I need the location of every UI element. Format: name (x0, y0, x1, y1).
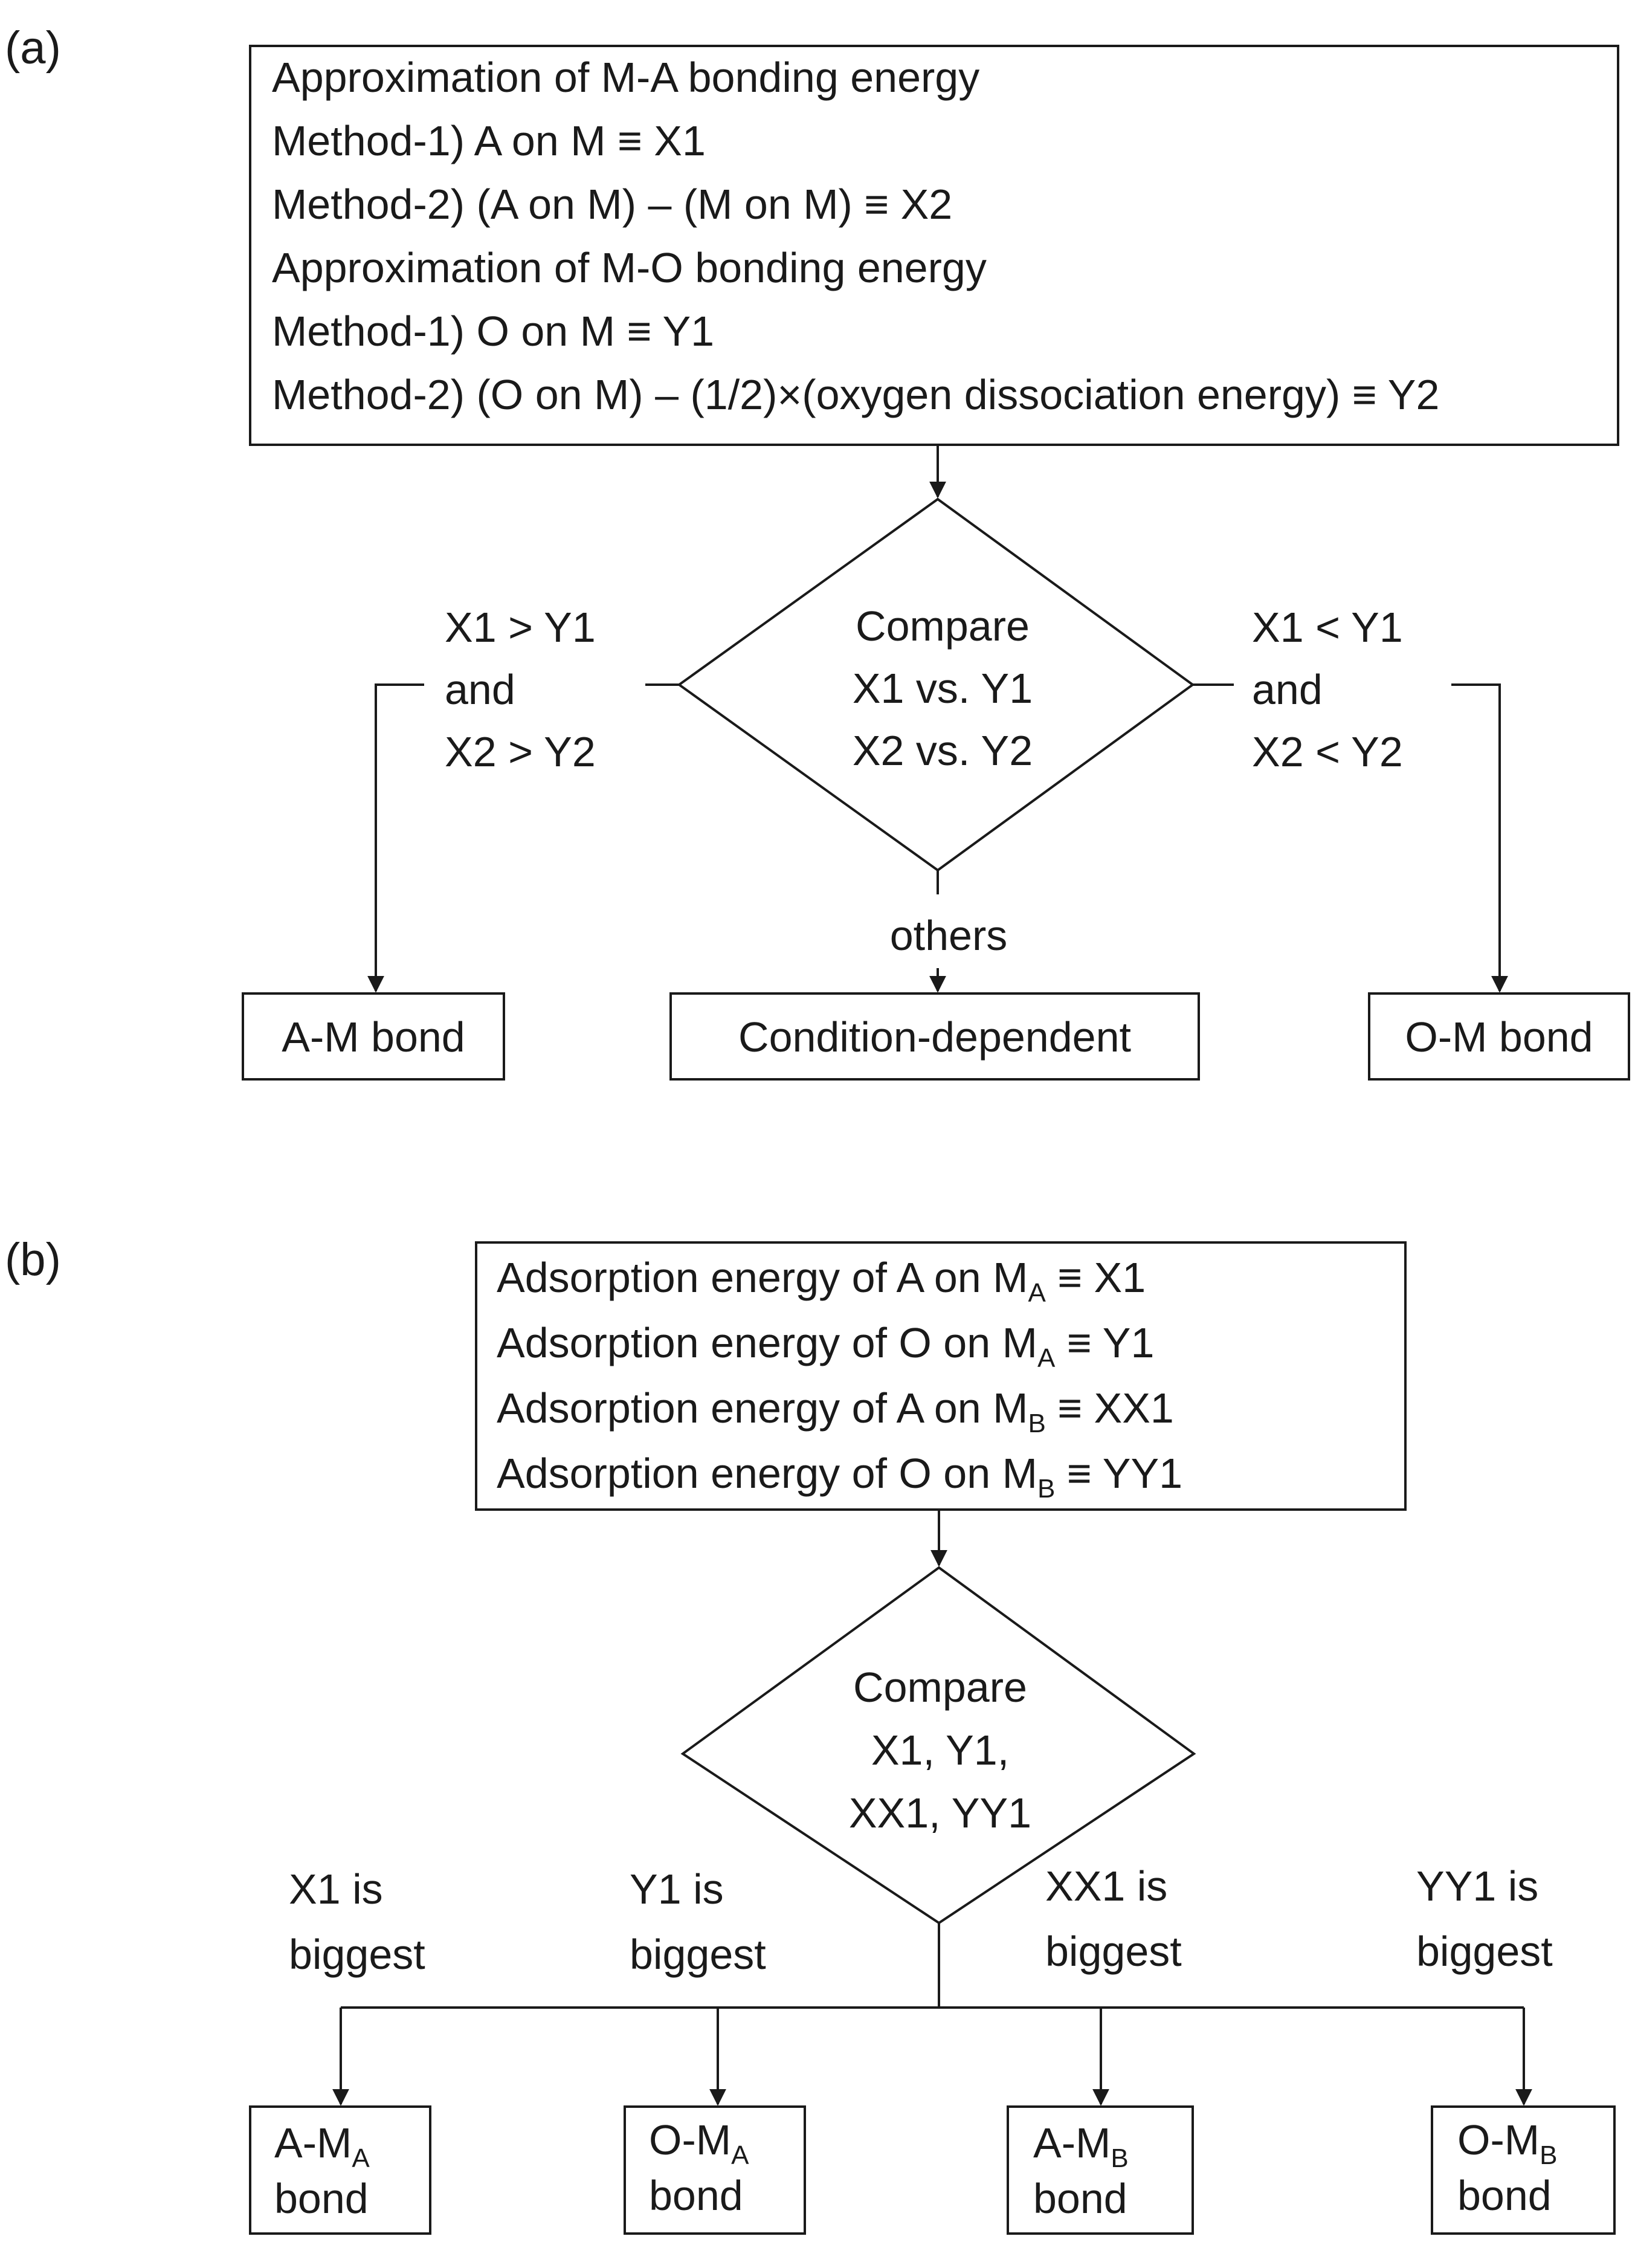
panel-a-label: (a) (5, 22, 61, 74)
left-condition-label: X1 > Y1 and X2 > Y2 (445, 604, 596, 775)
condition-line: X1 < Y1 (1252, 604, 1403, 651)
decision-line: X1 vs. Y1 (853, 665, 1033, 712)
outcome-box-om-b-bond (1431, 2105, 1616, 2235)
condition-line: biggest (1416, 1928, 1553, 1975)
top-box-line: Method-2) (A on M) – (M on M) ≡ X2 (272, 181, 952, 228)
top-box-line: Method-1) O on M ≡ Y1 (272, 308, 714, 355)
outcome-label: bond (1033, 2175, 1127, 2222)
panel-b-label: (b) (5, 1234, 61, 1285)
outcome-label: A-MB (1033, 2119, 1129, 2173)
panel-a-top-box-text: Approximation of M-A bonding energy Meth… (272, 54, 1439, 418)
connector-arrow (1451, 683, 1508, 993)
condition-line: X2 < Y2 (1252, 728, 1403, 775)
top-box-line: Approximation of M-O bonding energy (272, 244, 987, 291)
outcome-box-om-bond (1368, 992, 1630, 1081)
decision-line: Compare (853, 1664, 1027, 1711)
outcome-label: A-M bond (282, 1013, 465, 1061)
condition-line: biggest (289, 1931, 425, 1978)
outcome-box-am-bond (242, 992, 505, 1081)
condition-line: X1 > Y1 (445, 604, 596, 651)
outcome-label: bond (649, 2172, 743, 2219)
condition-line: YY1 is (1416, 1863, 1538, 1910)
condition-line: biggest (630, 1931, 766, 1978)
top-box-line: Adsorption energy of O on MB ≡ YY1 (497, 1450, 1182, 1504)
right-condition-label: X1 < Y1 and X2 < Y2 (1252, 604, 1403, 775)
panel-a-top-box (249, 45, 1619, 446)
decision-line: X1, Y1, (871, 1727, 1009, 1774)
outcome-box-condition-dependent (669, 992, 1200, 1081)
outcome-label: bond (1457, 2172, 1552, 2219)
outcome-box-am-a-bond (249, 2105, 431, 2235)
condition-label-x1: X1 is biggest (289, 1866, 425, 1978)
outcome-label: A-MA (274, 2119, 370, 2173)
top-box-line: Method-1) A on M ≡ X1 (272, 117, 706, 164)
condition-line: X1 is (289, 1866, 383, 1913)
top-box-line: Approximation of M-A bonding energy (272, 54, 979, 101)
top-box-line: Adsorption energy of O on MA ≡ Y1 (497, 1319, 1154, 1373)
outcome-label: O-MA (649, 2116, 749, 2170)
decision-line: XX1, YY1 (849, 1789, 1031, 1837)
panel-b-top-box-text: Adsorption energy of A on MA ≡ X1 Adsorp… (497, 1254, 1182, 1504)
decision-line: X2 vs. Y2 (853, 727, 1033, 774)
bottom-condition-label: others (890, 912, 1008, 959)
condition-line: and (1252, 666, 1323, 713)
condition-label-xx1: XX1 is biggest (1045, 1863, 1182, 1975)
condition-line: Y1 is (630, 1866, 724, 1913)
connector-arrow (367, 683, 424, 993)
condition-line: and (445, 666, 515, 713)
outcome-box-om-a-bond (624, 2105, 806, 2235)
condition-label-yy1: YY1 is biggest (1416, 1863, 1553, 1975)
condition-line: biggest (1045, 1928, 1182, 1975)
condition-line: X2 > Y2 (445, 728, 596, 775)
outcome-label: bond (274, 2175, 369, 2222)
top-box-line: Adsorption energy of A on MA ≡ X1 (497, 1254, 1146, 1308)
outcome-label: O-MB (1457, 2116, 1557, 2170)
outcome-label: O-M bond (1405, 1013, 1593, 1061)
condition-line: XX1 is (1045, 1863, 1167, 1910)
top-box-line: Method-2) (O on M) – (1/2)×(oxygen disso… (272, 371, 1439, 418)
top-box-line: Adsorption energy of A on MB ≡ XX1 (497, 1384, 1174, 1438)
outcome-box-am-b-bond (1007, 2105, 1194, 2235)
panel-b-top-box (475, 1241, 1407, 1511)
outcome-label: Condition-dependent (738, 1013, 1131, 1061)
decision-line: Compare (856, 603, 1030, 650)
condition-label-y1: Y1 is biggest (630, 1866, 766, 1978)
